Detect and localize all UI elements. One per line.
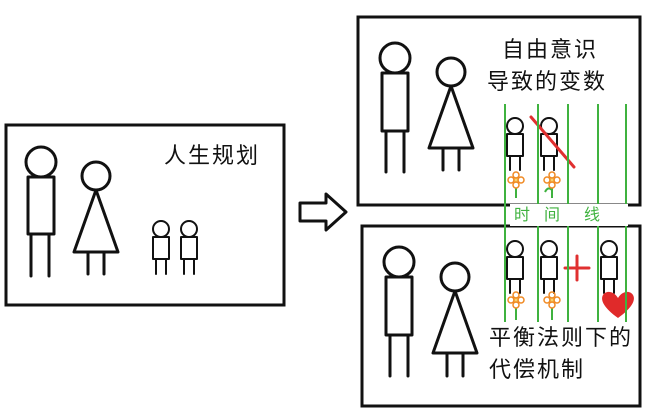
timeline-label-2: 间 bbox=[544, 205, 560, 224]
panel-free-will: 自由意识 导致的变数 bbox=[356, 15, 642, 207]
child-figure bbox=[600, 240, 618, 294]
panel-compensation-label-line1: 平衡法则下的 bbox=[489, 326, 633, 351]
panel-life-plan-label: 人生规划 bbox=[164, 144, 260, 169]
panel-compensation: 平衡法则下的 代偿机制 bbox=[360, 224, 642, 408]
timeline-label-3: 线 bbox=[584, 205, 600, 224]
child-figure bbox=[180, 220, 198, 275]
panel-compensation-label-line2: 代偿机制 bbox=[489, 358, 585, 383]
woman-figure bbox=[427, 56, 475, 172]
flower-icon bbox=[507, 171, 525, 198]
child-figure bbox=[540, 240, 558, 294]
panel-free-will-label-line2: 导致的变数 bbox=[487, 70, 607, 95]
man-figure bbox=[382, 245, 416, 378]
child-figure bbox=[152, 220, 170, 275]
flower-icon bbox=[507, 291, 525, 320]
child-figure bbox=[506, 240, 524, 294]
woman-figure bbox=[72, 160, 120, 276]
man-figure bbox=[24, 145, 58, 278]
flower-icon bbox=[543, 291, 561, 320]
timeline-label-1: 时 bbox=[514, 205, 530, 224]
man-figure bbox=[378, 41, 412, 174]
arrow-right-icon bbox=[298, 192, 348, 232]
flower-icon bbox=[543, 171, 561, 198]
panel-life-plan: 人生规划 bbox=[4, 123, 286, 307]
woman-figure bbox=[431, 261, 479, 378]
timeline: 时 间 线 bbox=[504, 104, 628, 322]
child-figure bbox=[506, 117, 524, 171]
panel-free-will-label-line1: 自由意识 bbox=[502, 38, 598, 63]
